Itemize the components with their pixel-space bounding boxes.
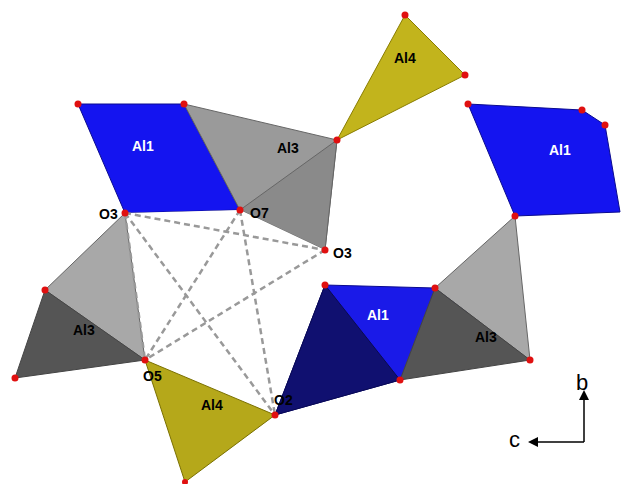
polyhedron-label: Al3 — [73, 322, 95, 338]
atom-label: O3 — [99, 206, 118, 222]
axis-label: b — [576, 371, 588, 395]
axis-label: c — [509, 428, 520, 452]
atom-label: O3 — [333, 245, 352, 261]
atom-label: O5 — [143, 368, 162, 384]
polyhedron-label: Al1 — [367, 307, 389, 323]
atom-label: O2 — [274, 392, 293, 408]
polyhedron-label: Al4 — [201, 397, 223, 413]
polyhedron-label: Al1 — [549, 142, 571, 158]
polyhedron-label: Al3 — [475, 329, 497, 345]
polyhedron-label: Al4 — [394, 50, 416, 66]
atom-label: O7 — [250, 205, 269, 221]
polyhedron-label: Al1 — [132, 138, 154, 154]
polyhedron-label: Al3 — [277, 140, 299, 156]
